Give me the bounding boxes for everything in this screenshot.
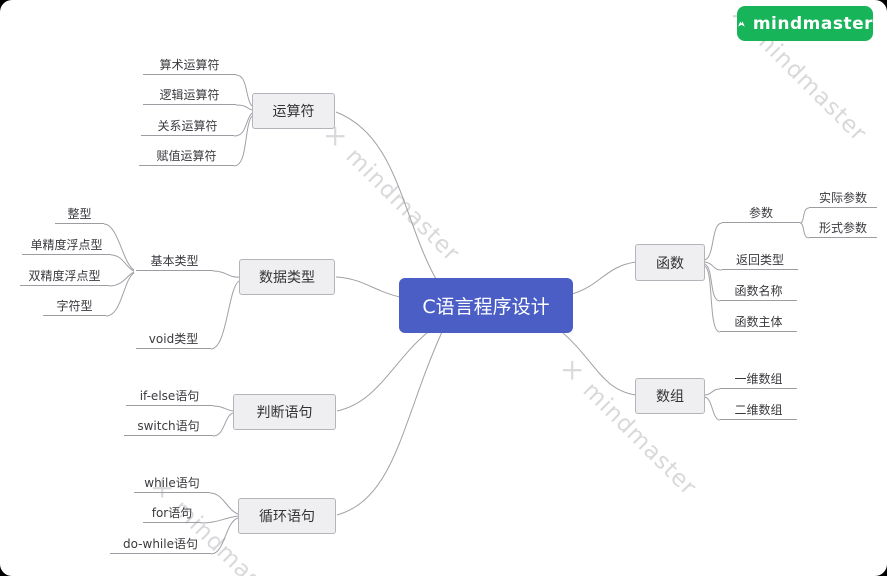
connector-lines bbox=[103, 74, 810, 555]
subtopic-void-type[interactable]: void类型 bbox=[136, 331, 211, 349]
subtopic-assignment-operators[interactable]: 赋值运算符 bbox=[139, 148, 234, 166]
mindmaster-brand-badge: mindmaster bbox=[737, 6, 873, 41]
subtopic-1d-array[interactable]: 一维数组 bbox=[720, 371, 797, 389]
subtopic-arithmetic-operators[interactable]: 算术运算符 bbox=[143, 57, 236, 75]
central-topic[interactable]: C语言程序设计 bbox=[399, 278, 573, 333]
subtopic-formal-parameters[interactable]: 形式参数 bbox=[809, 220, 877, 238]
subtopic-function-name[interactable]: 函数名称 bbox=[720, 283, 797, 301]
topic-data-types[interactable]: 数据类型 bbox=[239, 259, 335, 295]
subtopic-actual-parameters[interactable]: 实际参数 bbox=[809, 190, 877, 208]
topic-decision-statements[interactable]: 判断语句 bbox=[233, 394, 336, 430]
subtopic-do-while[interactable]: do-while语句 bbox=[110, 536, 211, 554]
subtopic-char-type[interactable]: 字符型 bbox=[43, 298, 106, 316]
subtopic-if-else[interactable]: if-else语句 bbox=[126, 388, 213, 406]
subtopic-for[interactable]: for语句 bbox=[143, 505, 201, 523]
topic-loop-statements[interactable]: 循环语句 bbox=[238, 498, 336, 534]
subtopic-logical-operators[interactable]: 逻辑运算符 bbox=[143, 87, 236, 105]
topic-operators[interactable]: 运算符 bbox=[252, 93, 335, 129]
mindmaster-logo-icon bbox=[738, 20, 745, 27]
subtopic-switch[interactable]: switch语句 bbox=[124, 418, 213, 436]
subtopic-single-precision-float[interactable]: 单精度浮点型 bbox=[22, 237, 111, 255]
subtopic-return-type[interactable]: 返回类型 bbox=[722, 252, 798, 270]
subtopic-double-precision-float[interactable]: 双精度浮点型 bbox=[20, 268, 109, 286]
subtopic-function-body[interactable]: 函数主体 bbox=[720, 314, 797, 332]
topic-functions[interactable]: 函数 bbox=[635, 244, 705, 281]
subtopic-integer-type[interactable]: 整型 bbox=[55, 206, 104, 224]
subtopic-basic-types[interactable]: 基本类型 bbox=[136, 253, 213, 271]
topic-arrays[interactable]: 数组 bbox=[635, 378, 705, 414]
subtopic-relational-operators[interactable]: 关系运算符 bbox=[141, 118, 234, 136]
subtopic-parameters[interactable]: 参数 bbox=[722, 205, 800, 223]
brand-name: mindmaster bbox=[752, 13, 873, 34]
subtopic-while[interactable]: while语句 bbox=[134, 475, 210, 493]
subtopic-2d-array[interactable]: 二维数组 bbox=[720, 402, 797, 420]
